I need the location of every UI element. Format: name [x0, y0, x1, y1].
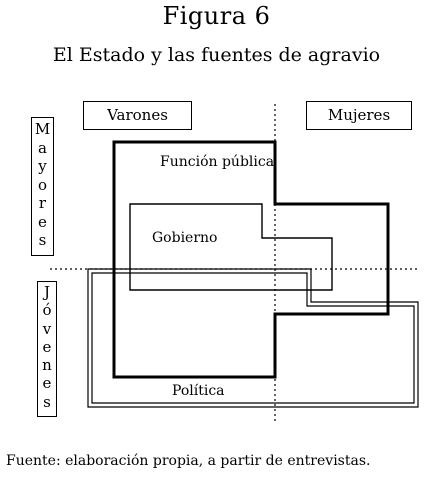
vertical-letter: s [43, 392, 51, 411]
vertical-letter: v [42, 319, 52, 338]
vertical-letter: ó [42, 301, 52, 320]
figure-subtitle: El Estado y las fuentes de agravio [52, 44, 381, 66]
vertical-letter: r [38, 194, 47, 212]
politica-region-outer [87, 268, 419, 408]
region-label-gobierno: Gobierno [152, 230, 218, 246]
vertical-letter: e [42, 374, 52, 393]
label-mujeres: Mujeres [306, 101, 412, 130]
vertical-letter: n [42, 356, 52, 375]
vertical-letter: J [43, 283, 50, 301]
vertical-letter: e [38, 212, 47, 231]
vertical-letter: a [38, 138, 47, 157]
region-label-funcion-publica: Función pública [160, 154, 275, 170]
politica-region-inner [91, 272, 415, 404]
funcion-publica-region [112, 140, 390, 379]
region-label-politica: Política [172, 383, 225, 399]
label-varones: Varones [83, 101, 192, 130]
vertical-letter: y [38, 157, 47, 175]
gobierno-region [129, 203, 333, 291]
vertical-letter: M [34, 120, 51, 138]
vertical-letter: o [37, 175, 48, 194]
source-note: Fuente: elaboración propia, a partir de … [6, 453, 371, 469]
vertical-letter: s [38, 231, 47, 249]
figure-title: Figura 6 [162, 2, 271, 30]
vertical-letter: e [42, 337, 52, 356]
